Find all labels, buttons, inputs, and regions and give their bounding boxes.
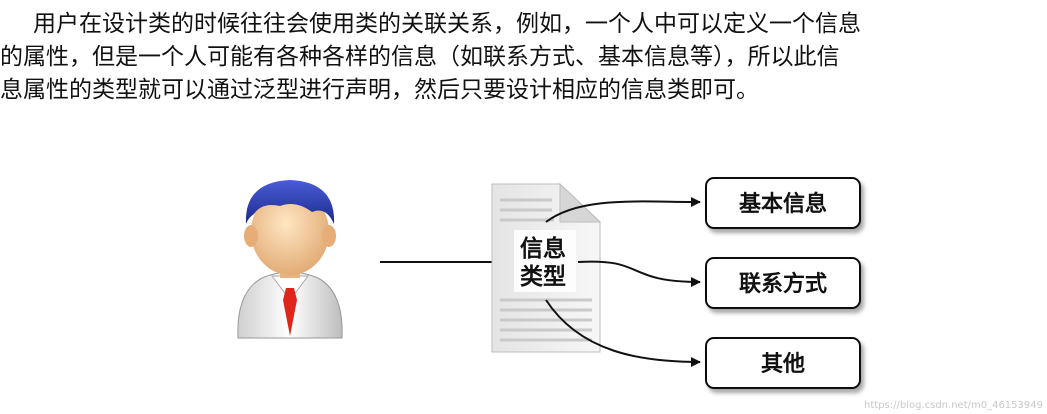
person-icon — [237, 180, 343, 339]
paragraph-line-3: 息属性的类型就可以通过泛型进行声明，然后只要设计相应的信息类即可。 — [0, 77, 759, 103]
arrow-to-basic-info — [545, 196, 701, 223]
watermark-text: https://blog.csdn.net/m0_46153949 — [864, 400, 1043, 411]
intro-paragraph: 用户在设计类的时候往往会使用类的关联关系，例如，一个人中可以定义一个信息 的属性… — [0, 8, 1047, 107]
box-contact-label: 联系方式 — [739, 271, 827, 297]
doc-label-line2: 类型 — [520, 264, 566, 290]
arrow-to-contact — [577, 260, 701, 287]
box-basic-info: 基本信息 — [705, 177, 861, 229]
document-icon — [491, 182, 602, 353]
paragraph-line-2: 的属性，但是一个人可能有各种各样的信息（如联系方式、基本信息等），所以此信 — [0, 44, 840, 70]
box-basic-info-label: 基本信息 — [739, 191, 827, 217]
box-contact: 联系方式 — [705, 257, 861, 309]
paragraph-line-1: 用户在设计类的时候往往会使用类的关联关系，例如，一个人中可以定义一个信息 — [33, 11, 861, 37]
box-other-label: 其他 — [761, 352, 805, 377]
doc-label-line1: 信息 — [520, 235, 566, 262]
box-other: 其他 — [705, 337, 861, 389]
arrow-to-other — [545, 299, 701, 367]
